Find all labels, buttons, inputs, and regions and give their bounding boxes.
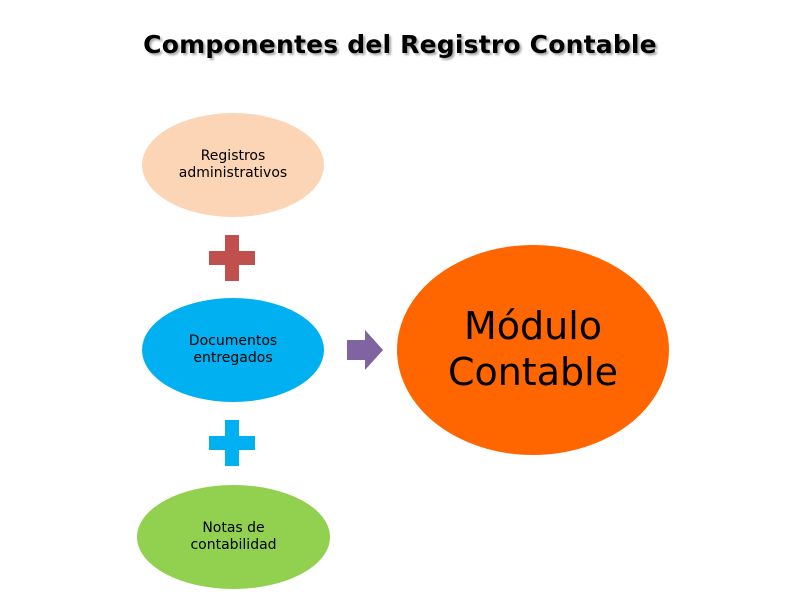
- node-modulo-contable: Módulo Contable: [397, 245, 669, 455]
- node-documentos-entregados: Documentos entregados: [142, 298, 324, 402]
- plus-icon: [209, 420, 255, 466]
- plus-icon: [209, 235, 255, 281]
- node-notas-de-contabilidad: Notas de contabilidad: [137, 485, 330, 589]
- arrow-shape: [347, 330, 383, 370]
- plus-shape: [209, 420, 255, 466]
- node-documentos-label: Documentos entregados: [188, 332, 278, 367]
- node-registros-administrativos: Registros administrativos: [142, 113, 324, 217]
- plus-shape: [209, 235, 255, 281]
- arrow-right-icon: [347, 330, 383, 370]
- diagram-title: Componentes del Registro Contable: [143, 30, 657, 59]
- node-modulo-label: Módulo Contable: [447, 304, 619, 394]
- node-notas-label: Notas de contabilidad: [190, 519, 277, 554]
- node-registros-label: Registros administrativos: [178, 147, 288, 182]
